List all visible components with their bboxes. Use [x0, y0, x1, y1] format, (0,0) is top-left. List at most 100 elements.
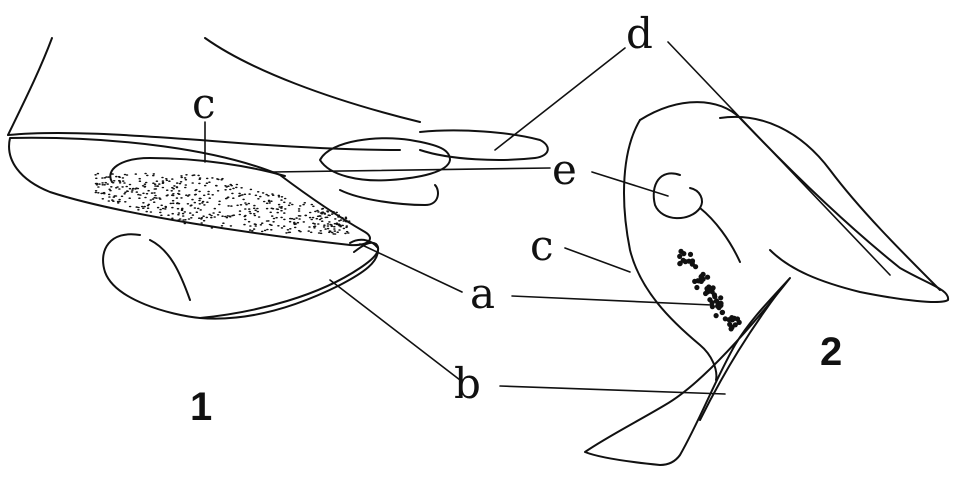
stipple-dot	[124, 192, 127, 194]
stipple-dot	[224, 185, 227, 187]
stipple-dot	[291, 204, 294, 206]
stipple-dot	[171, 213, 174, 215]
stipple-dot	[180, 175, 183, 177]
stipple-dot	[256, 208, 259, 210]
stipple-dot	[248, 221, 251, 223]
stipple-dot	[202, 201, 205, 203]
stipple-dot	[275, 217, 278, 219]
stipple-dot	[172, 195, 175, 197]
stipple-dot	[142, 193, 145, 195]
stipple-dot	[276, 212, 279, 214]
stipple-dot	[321, 208, 324, 210]
stipple-dot	[270, 200, 273, 202]
stipple-dot	[338, 220, 341, 222]
stipple-dot	[271, 215, 274, 217]
stipple-dot	[254, 210, 257, 212]
stipple-dot	[324, 217, 327, 219]
stipple-dot	[245, 204, 248, 206]
leader-b-to-fig1	[330, 280, 460, 380]
stipple-dot	[227, 205, 230, 207]
stipple-dot	[718, 301, 723, 306]
stipple-dot	[244, 194, 247, 196]
stipple-dot	[190, 217, 193, 219]
stipple-dot	[293, 218, 296, 220]
stipple-dot	[304, 202, 307, 204]
stipple-dot	[207, 193, 210, 195]
figure-1-back-curve	[8, 133, 400, 150]
stipple-dot	[191, 182, 194, 184]
stipple-dot	[172, 200, 175, 202]
stipple-dot	[153, 192, 156, 194]
leader-d-to-fig1	[495, 48, 625, 150]
stipple-dot	[177, 193, 180, 195]
stipple-dot	[229, 189, 232, 191]
stipple-dot	[216, 178, 219, 180]
stipple-dot	[113, 196, 116, 198]
stipple-dot	[303, 221, 306, 223]
stipple-dot	[178, 203, 181, 205]
stipple-dot	[253, 205, 256, 207]
figure-1-stalk-left	[8, 38, 52, 135]
stipple-dot	[683, 259, 688, 264]
stipple-dot	[184, 187, 187, 189]
stipple-dot	[308, 226, 311, 228]
stipple-dot	[262, 192, 265, 194]
stipple-dot	[263, 201, 266, 203]
stipple-dot	[261, 222, 264, 224]
stipple-dot	[248, 211, 251, 213]
stipple-dot	[188, 218, 191, 220]
stipple-dot	[278, 204, 281, 206]
stipple-dot	[203, 195, 206, 197]
stipple-dot	[162, 182, 165, 184]
stipple-dot	[317, 211, 320, 213]
stipple-dot	[152, 198, 155, 200]
stipple-dot	[334, 230, 337, 232]
stipple-dot	[288, 205, 291, 207]
stipple-dot	[330, 210, 333, 212]
stipple-dot	[176, 197, 179, 199]
figure-2-body	[624, 120, 716, 380]
stipple-dot	[206, 182, 209, 184]
figure-1-appendage-upper	[420, 130, 548, 160]
stipple-dot	[119, 180, 122, 182]
stipple-dot	[242, 199, 245, 201]
stipple-dot	[249, 225, 252, 227]
stipple-dot	[122, 177, 125, 179]
stipple-dot	[298, 208, 301, 210]
stipple-dot	[218, 201, 221, 203]
stipple-dot	[714, 313, 719, 318]
stipple-dot	[144, 173, 147, 175]
stipple-dot	[197, 175, 200, 177]
stipple-dot	[312, 217, 315, 219]
stipple-dot	[206, 217, 209, 219]
stipple-dot	[299, 215, 302, 217]
stipple-dot	[118, 199, 121, 201]
stipple-dot	[189, 212, 192, 214]
stipple-dot	[248, 193, 251, 195]
stipple-dot	[344, 233, 347, 235]
stipple-dot	[348, 220, 351, 222]
stipple-dot	[101, 177, 104, 179]
stipple-dot	[268, 200, 271, 202]
stipple-dot	[310, 219, 313, 221]
stipple-dot	[324, 228, 327, 230]
stipple-dot	[110, 186, 113, 188]
stipple-dot	[345, 218, 348, 220]
stipple-dot	[254, 223, 257, 225]
stipple-dot	[229, 215, 232, 217]
stipple-dot	[299, 205, 302, 207]
stipple-dot	[254, 215, 257, 217]
stipple-dot	[126, 191, 129, 193]
stipple-dot	[266, 203, 269, 205]
stipple-dot	[162, 180, 165, 182]
stipple-dot	[333, 226, 336, 228]
stipple-dot	[313, 226, 316, 228]
stipple-dot	[146, 175, 149, 177]
stipple-dot	[259, 196, 262, 198]
stipple-dot	[103, 184, 106, 186]
stipple-dot	[269, 212, 272, 214]
stipple-dot	[168, 180, 171, 182]
stipple-dot	[331, 213, 334, 215]
stipple-dot	[132, 188, 135, 190]
